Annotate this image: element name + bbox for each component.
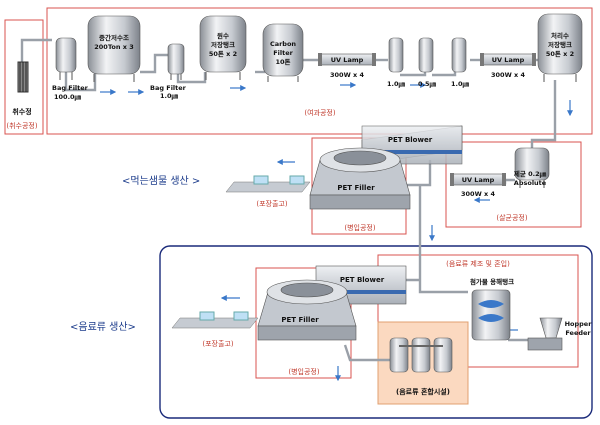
conveyor-2 [171, 311, 259, 329]
carbon-filter-spec: 10톤 [275, 57, 290, 66]
beverage-title: <음료류 생산> [70, 321, 136, 333]
carbon-filter [262, 23, 304, 82]
micro-filter-3 [451, 37, 467, 73]
absolute-filter [514, 147, 550, 188]
pet-filler-2 [257, 279, 357, 341]
micro-filter-2-spec: 0.5㎛ [418, 80, 437, 89]
uv-lamp-1 [318, 53, 376, 66]
intake-stage-label: (취수공정) [6, 121, 37, 130]
bottling-2-label: (병입공정) [288, 367, 319, 376]
treated-water-tank-name: 처리수 [551, 31, 569, 40]
pet-blower-2-label: PET Blower [340, 276, 385, 284]
raw-water-tank-name2: 저장탱크 [211, 40, 235, 49]
mixing-tanks [389, 337, 453, 373]
bag-filter-1-name: Bag Filter [52, 84, 89, 92]
bag-filter-2-spec: 1.0㎛ [160, 92, 179, 101]
absolute-filter-name2: Absolute [514, 179, 547, 187]
mid-storage-tank [87, 15, 141, 82]
hopper-feeder-name2: Feeder [565, 329, 591, 337]
absolute-filter-name: 제균 0.2㎛ [514, 169, 547, 179]
uv-lamp-2-name: UV Lamp [492, 56, 525, 64]
pet-filler-2-label: PET Filler [281, 316, 319, 324]
sterilization-stage-label: (살균공정) [496, 213, 527, 222]
filtration-stage-frame [46, 7, 593, 135]
treated-water-tank-name2: 저장탱크 [548, 40, 572, 49]
micro-filter-3-spec: 1.0㎛ [451, 80, 470, 89]
micro-filter-1 [388, 37, 404, 73]
intake-stage-frame [4, 19, 44, 135]
beverage-production-frame [159, 245, 593, 419]
uv-lamp-3 [450, 173, 506, 186]
hopper-feeder [527, 317, 563, 351]
water-intake-label: 취수정 [12, 107, 31, 116]
raw-water-tank [199, 15, 247, 80]
uv-lamp-2 [480, 53, 536, 66]
bag-filter-1 [55, 37, 77, 80]
drinking-water-title: <먹는샘물 생산 > [122, 175, 200, 187]
mid-storage-tank-spec: 200Ton x 3 [94, 43, 133, 51]
packaging-1-label: (포장출고) [256, 199, 287, 208]
uv-lamp-1-name: UV Lamp [331, 56, 364, 64]
micro-filter-1-spec: 1.0㎛ [387, 80, 406, 89]
mid-storage-tank-name: 중간저수조 [99, 33, 129, 42]
pet-blower-1-label: PET Blower [388, 136, 433, 144]
uv-lamp-3-name: UV Lamp [462, 176, 495, 184]
beverage-mixing-stage-label: (음료류 제조 및 혼입) [446, 259, 510, 268]
conveyor-1 [225, 175, 311, 193]
water-intake-well [17, 61, 29, 93]
additive-tank-label: 첨가물 용해탱크 [470, 277, 514, 286]
raw-water-tank-spec: 50톤 x 2 [209, 49, 237, 58]
filtration-stage-label: (여과공정) [304, 108, 335, 117]
bottling-1-label: (병입공정) [344, 223, 375, 232]
pet-filler-1-label: PET Filler [337, 184, 375, 192]
carbon-filter-name: Carbon [270, 40, 296, 48]
beverage-mixing-stage-frame [377, 254, 579, 368]
flow-arrows [100, 82, 573, 382]
hopper-feeder-name: Hopper [565, 320, 593, 328]
additive-dissolving-tank [471, 289, 511, 341]
sterilization-stage-frame [445, 141, 582, 228]
bag-filter-2 [167, 43, 185, 80]
uv-lamp-2-spec: 300W x 4 [491, 71, 525, 79]
treated-water-tank [537, 13, 583, 82]
packaging-2-label: (포장출고) [202, 339, 233, 348]
carbon-filter-name2: Filter [273, 49, 293, 57]
pet-filler-1 [309, 147, 411, 210]
uv-lamp-3-spec: 300W x 4 [461, 190, 495, 198]
bag-filter-2-name: Bag Filter [150, 84, 187, 92]
micro-filter-2 [418, 37, 434, 73]
bag-filter-1-spec: 100.0㎛ [54, 93, 82, 102]
treated-water-tank-spec: 50톤 x 2 [546, 49, 574, 58]
raw-water-tank-name: 원수 [217, 31, 229, 40]
mixing-facility-label: (음료류 혼합시설) [396, 387, 450, 396]
uv-lamp-1-spec: 300W x 4 [330, 71, 364, 79]
